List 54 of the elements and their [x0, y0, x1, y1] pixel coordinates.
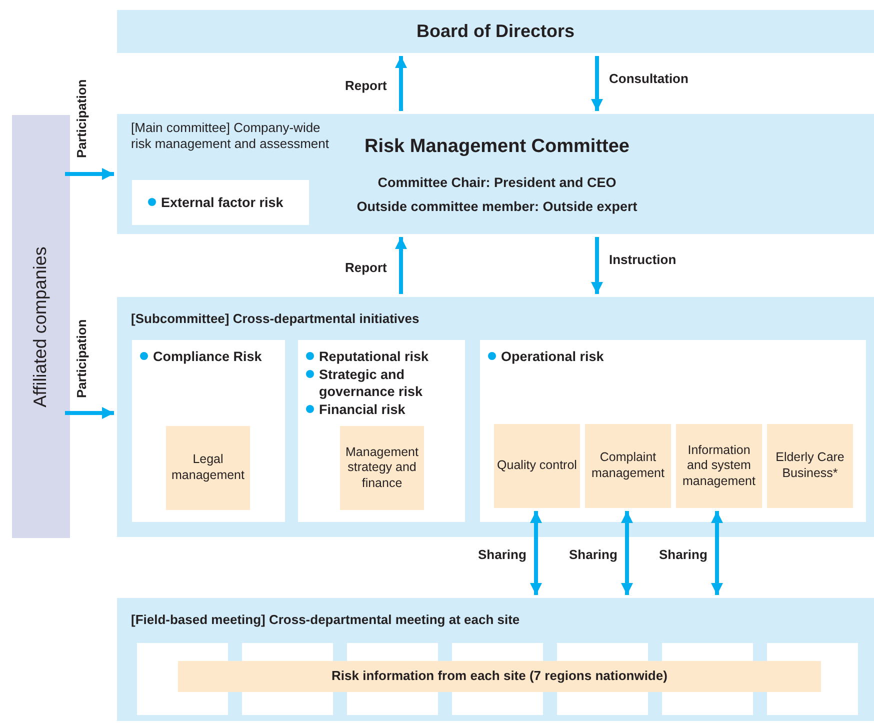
- committee-panel: [117, 114, 874, 234]
- risk-category-box: [132, 340, 285, 522]
- unit-box: [767, 424, 853, 508]
- edge-label: Sharing: [569, 547, 618, 562]
- risk-category-box: [480, 340, 866, 522]
- section-heading: [Subcommittee] Cross-departmental initiatives: [131, 311, 420, 327]
- unit-label: Elderly Care Business*: [774, 450, 846, 482]
- risk-item: Compliance Risk: [153, 348, 262, 366]
- arrow: [530, 511, 542, 595]
- risk-box: [132, 180, 309, 225]
- unit-label: Legal management: [170, 452, 246, 484]
- arrow: [591, 237, 603, 294]
- risk-item: Financial risk: [319, 400, 406, 418]
- arrow: [711, 511, 723, 595]
- arrow: [395, 237, 407, 294]
- section-heading: [Field-based meeting] Cross-departmental meeting at each site: [131, 612, 520, 628]
- unit-box: [585, 424, 671, 508]
- edge-label: Participation: [74, 79, 89, 158]
- unit-label: Risk information from each site (7 regions nationwide): [330, 668, 668, 685]
- unit-box: [494, 424, 580, 508]
- edge-label: Consultation: [609, 71, 688, 86]
- unit-box: [340, 426, 424, 510]
- edge-label: Participation: [74, 319, 89, 398]
- field-meeting-panel: [117, 598, 874, 721]
- unit-box: [676, 424, 762, 508]
- risk-category-box: [298, 340, 465, 522]
- risk-item: Strategic and governance risk: [319, 366, 424, 401]
- edge-label: Sharing: [659, 547, 708, 562]
- member-line: Committee Chair: President and CEO: [376, 175, 618, 192]
- info-bar: [178, 661, 821, 692]
- subcommittee-panel: [117, 297, 874, 537]
- edge-label: Report: [345, 78, 387, 93]
- heading: Board of Directors: [415, 20, 576, 43]
- edge-label: Sharing: [478, 547, 526, 562]
- arrow: [621, 511, 633, 595]
- risk-item: External factor risk: [161, 194, 284, 212]
- group-label: Affiliated companies: [30, 246, 52, 407]
- unit-label: Information and system management: [682, 442, 756, 490]
- unit-label: Complaint management: [590, 450, 666, 482]
- edge-label: Report: [345, 260, 387, 275]
- risk-item: Reputational risk: [319, 348, 429, 366]
- unit-label: Management strategy and finance: [344, 444, 420, 492]
- committee-description: [Main committee] Company-wide risk management and assessment: [131, 120, 330, 152]
- member-line: Outside committee member: Outside expert: [356, 199, 638, 216]
- risk-item: Operational risk: [501, 348, 604, 366]
- board-panel: [117, 10, 874, 53]
- arrow: [65, 407, 114, 419]
- unit-box: [166, 426, 250, 510]
- group-band: [12, 115, 70, 538]
- arrow: [65, 168, 114, 180]
- arrow: [591, 56, 603, 111]
- arrow: [395, 56, 407, 111]
- edge-label: Instruction: [609, 252, 676, 267]
- unit-label: Quality control: [496, 458, 578, 474]
